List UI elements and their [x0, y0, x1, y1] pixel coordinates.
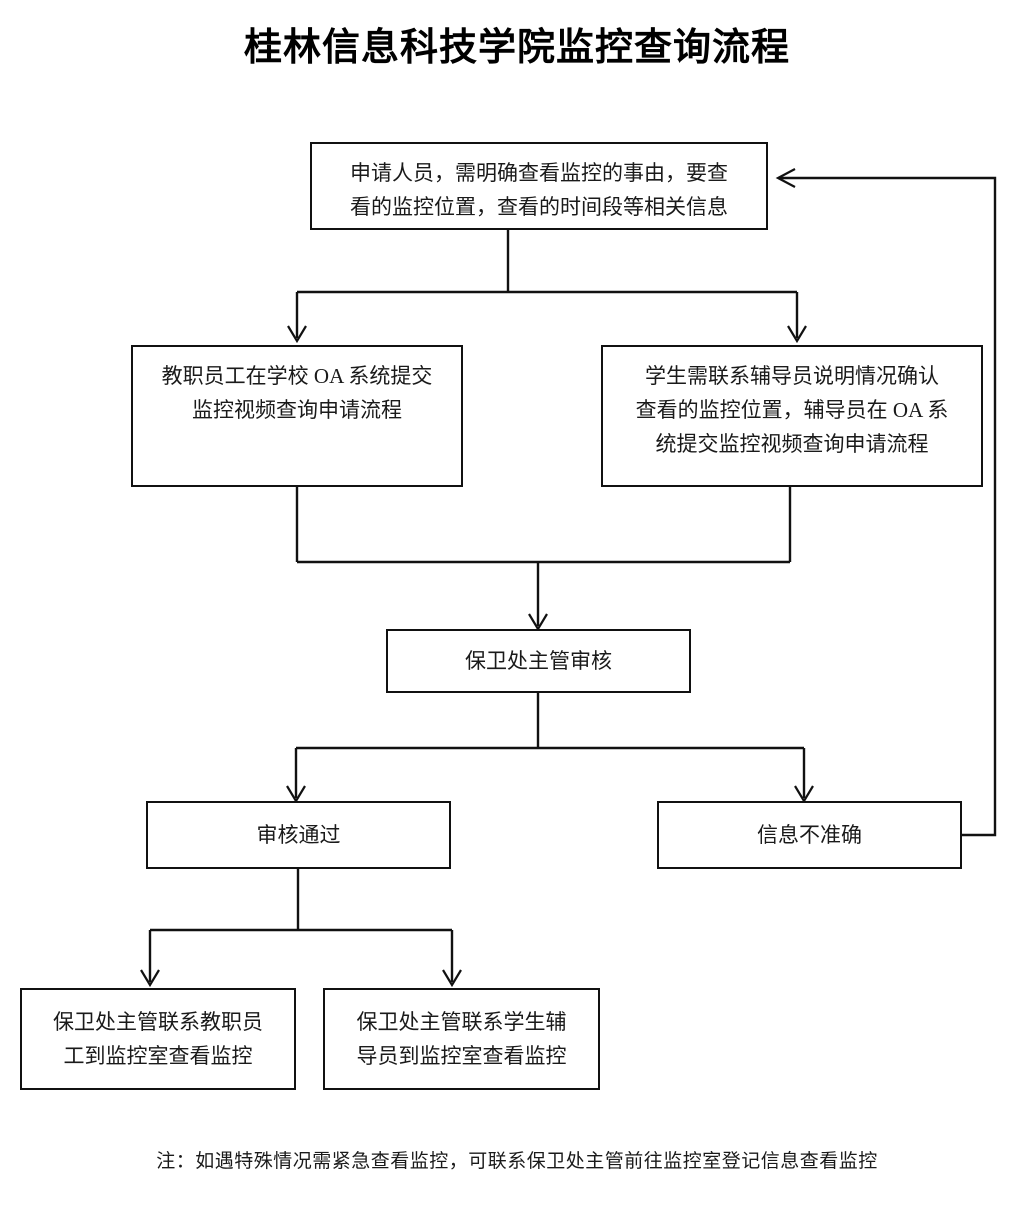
node-student-view-line-2: 导员到监控室查看监控: [356, 1044, 567, 1068]
node-rejected[interactable]: 信息不准确: [657, 801, 962, 869]
footer-note: 注：如遇特殊情况需紧急查看监控，可联系保卫处主管前往监控室登记信息查看监控: [156, 1151, 878, 1172]
node-review-label: 保卫处主管审核: [465, 648, 612, 673]
arrowhead-rejected: [794, 785, 814, 804]
node-review[interactable]: 保卫处主管审核: [386, 629, 691, 693]
node-student-oa-line-3: 统提交监控视频查询申请流程: [655, 432, 929, 457]
node-student-oa-line-1: 学生需联系辅导员说明情况确认: [644, 364, 939, 388]
arrowhead-review: [528, 613, 548, 632]
node-student-view[interactable]: 保卫处主管联系学生辅 导员到监控室查看监控: [323, 988, 600, 1090]
arrowhead-apply-feedback: [775, 168, 796, 188]
edge-rejected-feedback: [780, 176, 997, 837]
node-student-oa-line-2: 查看的监控位置，辅导员在 OA 系: [635, 398, 949, 423]
node-approved-label: 审核通过: [256, 822, 341, 847]
arrowhead-approved: [286, 785, 306, 804]
node-apply-line-1: 申请人员，需明确查看监控的事由，要查: [350, 161, 728, 185]
node-student-oa[interactable]: 学生需联系辅导员说明情况确认 查看的监控位置，辅导员在 OA 系 统提交监控视频…: [601, 345, 983, 487]
page-title: 桂林信息科技学院监控查询流程: [243, 25, 790, 69]
node-staff-view-line-1: 保卫处主管联系教职员: [53, 1009, 263, 1034]
arrowhead-staff-oa: [287, 325, 307, 344]
node-student-view-line-1: 保卫处主管联系学生辅: [356, 1009, 567, 1034]
node-staff-oa[interactable]: 教职员工在学校 OA 系统提交 监控视频查询申请流程: [131, 345, 463, 487]
arrowhead-student-oa: [787, 325, 807, 344]
node-approved[interactable]: 审核通过: [146, 801, 451, 869]
arrowhead-staff-view: [140, 969, 160, 988]
node-staff-oa-line-2: 监控视频查询申请流程: [191, 398, 402, 423]
node-rejected-label: 信息不准确: [757, 822, 862, 847]
node-staff-oa-line-1: 教职员工在学校 OA 系统提交: [161, 364, 433, 388]
node-apply[interactable]: 申请人员，需明确查看监控的事由，要查 看的监控位置，查看的时间段等相关信息: [310, 142, 768, 230]
node-staff-view-line-2: 工到监控室查看监控: [63, 1044, 253, 1068]
node-staff-view[interactable]: 保卫处主管联系教职员 工到监控室查看监控: [20, 988, 296, 1090]
node-apply-line-2: 看的监控位置，查看的时间段等相关信息: [350, 195, 728, 220]
arrowhead-student-view: [442, 969, 462, 988]
